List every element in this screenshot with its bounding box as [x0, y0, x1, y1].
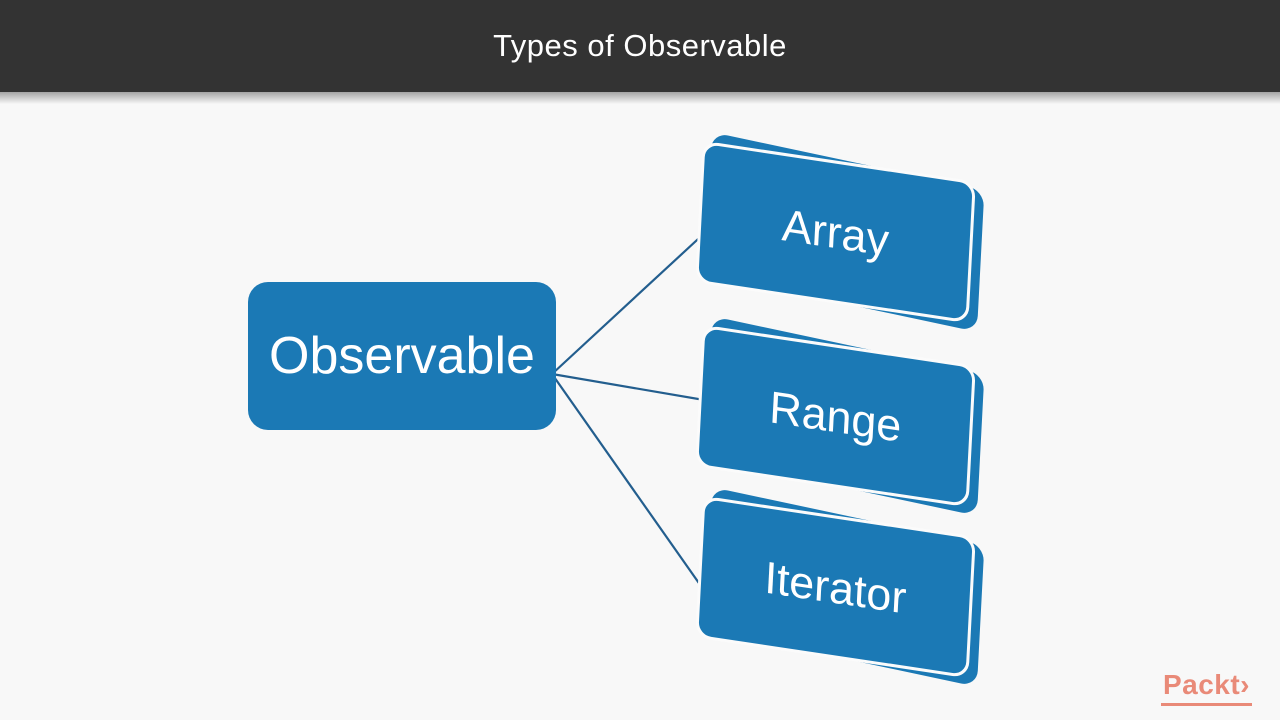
slide-header: Types of Observable	[0, 0, 1280, 92]
connector-observable-range	[551, 372, 711, 403]
node-range-label: Range	[768, 380, 903, 452]
connector-observable-iterator	[551, 373, 709, 597]
node-iterator-label: Iterator	[763, 550, 908, 624]
header-shadow	[0, 92, 1280, 104]
node-observable: Observable	[248, 282, 556, 430]
node-array: Array	[695, 132, 985, 332]
node-iterator: Iterator	[695, 487, 985, 687]
node-range: Range	[695, 316, 985, 516]
packt-logo: Packt›	[1160, 669, 1252, 706]
node-iterator-front-layer: Iterator	[695, 495, 976, 679]
slide-title: Types of Observable	[493, 28, 787, 63]
node-observable-label: Observable	[269, 327, 535, 385]
node-array-front-layer: Array	[695, 140, 976, 324]
node-array-label: Array	[780, 198, 891, 266]
node-range-front-layer: Range	[695, 324, 976, 508]
connector-observable-array	[551, 227, 711, 375]
